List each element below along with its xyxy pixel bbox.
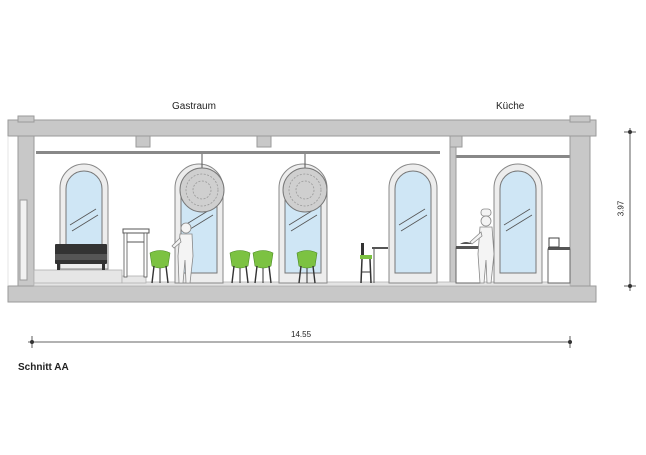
width-dimension-label: 14.55 xyxy=(291,330,312,339)
chairs xyxy=(149,250,318,284)
chair-icon xyxy=(296,250,318,284)
bar-table xyxy=(372,247,388,283)
ceiling-dining xyxy=(36,151,440,154)
platform xyxy=(33,269,123,284)
roof-beam-3 xyxy=(449,135,463,148)
partition-wall xyxy=(449,146,457,284)
chair-icon xyxy=(149,250,171,284)
roof-beam-2 xyxy=(256,135,272,148)
roof-slab xyxy=(7,119,597,137)
height-dimension-label: 3.97 xyxy=(616,200,626,217)
right-wall xyxy=(569,135,591,287)
chair-icon xyxy=(252,250,274,284)
roof-cap-right xyxy=(569,115,591,123)
sofa-icon xyxy=(55,244,107,270)
chef-silhouette-icon xyxy=(469,208,495,284)
ceiling-kitchen xyxy=(456,155,570,158)
kitchen-counter-left xyxy=(455,242,481,284)
floor-slab xyxy=(7,285,597,303)
kitchen-counter-right xyxy=(547,237,571,284)
platform-step xyxy=(121,275,147,284)
chair-icon xyxy=(229,250,251,284)
roof-cap-left xyxy=(17,115,35,123)
bar-stool xyxy=(360,243,372,284)
pendant-lamp-icon xyxy=(179,154,225,213)
section-title: Schnitt AA xyxy=(18,362,69,373)
width-dimension xyxy=(28,336,573,348)
arched-window xyxy=(388,163,438,284)
height-dimension xyxy=(624,128,636,291)
person-silhouette-icon xyxy=(171,222,194,284)
left-door xyxy=(19,199,28,281)
arched-window xyxy=(493,163,543,284)
room-label-kitchen: Küche xyxy=(496,101,525,112)
roof-beam-1 xyxy=(135,135,151,148)
room-label-dining: Gastraum xyxy=(172,101,216,112)
pendant-lamp-icon xyxy=(282,154,328,213)
arched-window xyxy=(59,163,109,270)
bar-counter xyxy=(122,228,150,278)
